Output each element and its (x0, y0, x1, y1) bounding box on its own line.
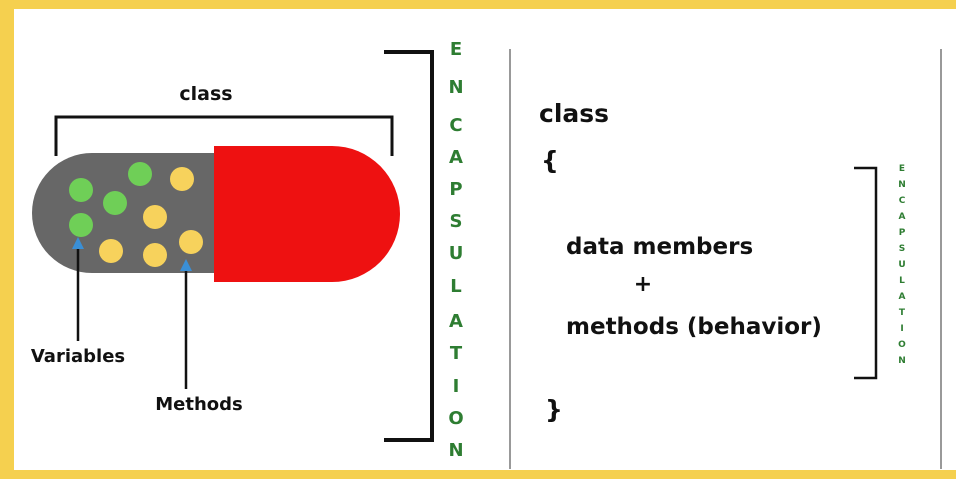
code-plus: + (634, 272, 652, 297)
class-bracket (54, 115, 394, 156)
encapsulation-letter: L (899, 276, 905, 286)
encapsulation-letter: I (900, 324, 903, 334)
code-methods: methods (behavior) (566, 314, 822, 340)
variable-dot (103, 191, 127, 215)
encapsulation-letter: I (453, 376, 460, 397)
encapsulation-letter: S (899, 244, 905, 254)
methods-label: Methods (155, 394, 243, 415)
encapsulation-letter: N (448, 77, 463, 98)
encapsulation-word-large: E N C A P S U L A T I O N (448, 39, 463, 461)
variable-dot (128, 162, 152, 186)
encapsulation-letter: L (450, 276, 461, 297)
capsule (32, 146, 400, 282)
encapsulation-letter: U (898, 260, 905, 270)
encapsulation-letter: N (898, 356, 906, 366)
arrow-up-icon (180, 259, 192, 271)
encapsulation-word-small: E N C A P S U L A T I O N (898, 164, 906, 366)
variables-label: Variables (31, 346, 125, 367)
encapsulation-letter: S (450, 211, 463, 232)
arrow-up-icon (72, 237, 84, 249)
encapsulation-letter: E (899, 164, 905, 174)
code-open-brace: { (541, 146, 559, 175)
method-dot (143, 205, 167, 229)
method-dot (99, 239, 123, 263)
encapsulation-letter: T (899, 308, 906, 318)
code-class-keyword: class (539, 99, 609, 128)
code-block: class { data members + methods (behavior… (539, 99, 822, 424)
encapsulation-letter: U (449, 243, 464, 264)
encapsulation-letter: N (448, 440, 463, 461)
methods-pointer (180, 259, 192, 389)
encapsulation-letter: A (449, 147, 463, 168)
capsule-class-label: class (179, 83, 232, 105)
variables-pointer (72, 237, 84, 341)
capsule-red-half (214, 146, 400, 282)
encapsulation-letter: C (899, 196, 906, 206)
diagram-canvas: class Variables Methods (14, 9, 956, 470)
encapsulation-letter: P (899, 228, 906, 238)
method-dot (143, 243, 167, 267)
encapsulation-letter: A (449, 311, 463, 332)
encapsulation-diagram: class Variables Methods (31, 39, 942, 469)
encapsulation-bracket-small (854, 166, 878, 380)
encapsulation-letter: O (898, 340, 906, 350)
method-dot (179, 230, 203, 254)
encapsulation-letter: C (449, 115, 462, 136)
code-close-brace: } (545, 395, 563, 424)
encapsulation-letter: T (450, 343, 463, 364)
encapsulation-letter: E (450, 39, 462, 60)
method-dot (170, 167, 194, 191)
variable-dot (69, 178, 93, 202)
encapsulation-letter: P (449, 179, 462, 200)
encapsulation-letter: O (448, 408, 463, 429)
encapsulation-letter: A (899, 212, 906, 222)
encapsulation-bracket (384, 50, 434, 442)
encapsulation-letter: N (898, 180, 906, 190)
encapsulation-letter: A (899, 292, 906, 302)
variable-dot (69, 213, 93, 237)
code-data-members: data members (566, 234, 753, 260)
